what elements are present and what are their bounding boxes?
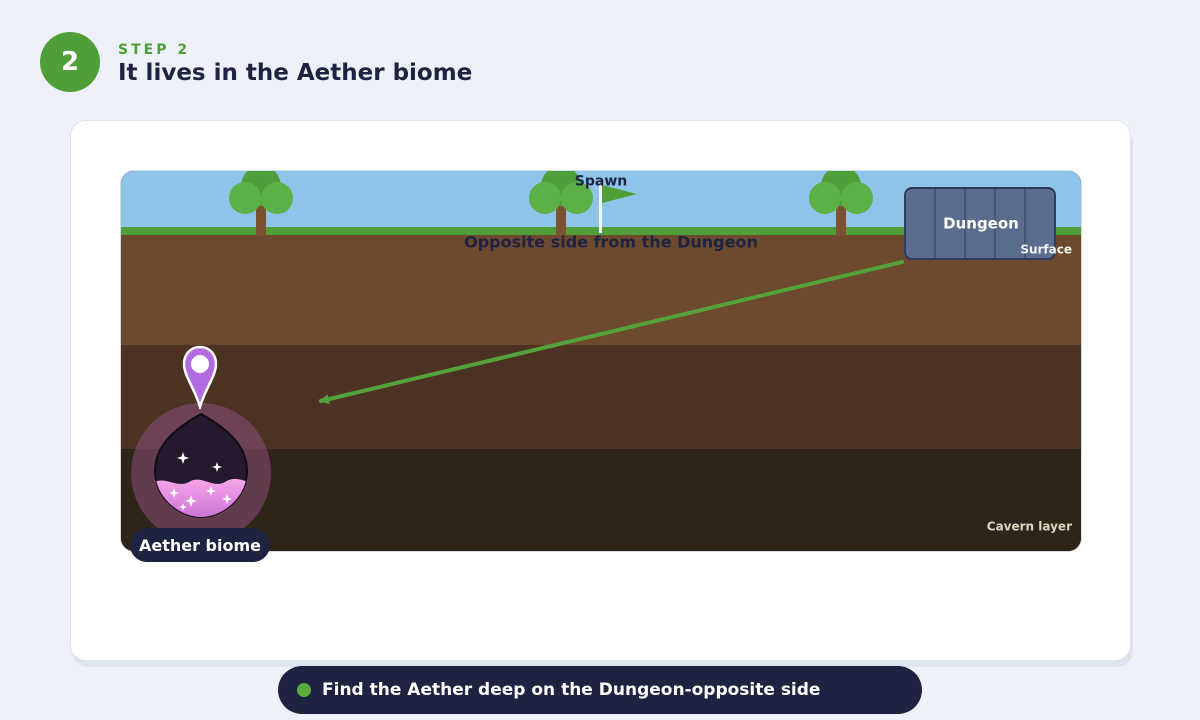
hint-bar: Find the Aether deep on the Dungeon-oppo… (278, 666, 922, 714)
sparkle-icon (169, 488, 179, 498)
world-map-svg: Spawn Opposite side from the Dungeon Dun… (121, 171, 1081, 551)
tree-icon (229, 171, 293, 236)
world-map: Spawn Opposite side from the Dungeon Dun… (120, 170, 1082, 552)
sparkle-icon (177, 452, 189, 464)
dungeon-structure (904, 187, 1056, 260)
sparkle-icon (222, 494, 232, 504)
page-title: It lives in the Aether biome (118, 60, 473, 86)
route-arrow (319, 260, 904, 405)
aether-biome-label: Aether biome (130, 528, 270, 562)
hint-text: Find the Aether deep on the Dungeon-oppo… (322, 680, 821, 700)
sparkle-icon (185, 495, 197, 507)
sparkle-icon (179, 503, 187, 511)
cavern-label: Cavern layer (987, 520, 1072, 534)
tree-icon (809, 171, 873, 236)
cavern-layer (121, 449, 1081, 551)
surface-label: Surface (1020, 243, 1072, 257)
tree-icon (529, 171, 593, 236)
dungeon-label: Dungeon (943, 215, 1019, 233)
step-number-badge: 2 (40, 32, 100, 92)
sparkle-icon (206, 486, 216, 496)
flag-icon (599, 185, 637, 233)
sparkle-icon (212, 462, 222, 472)
step-label: STEP 2 (118, 42, 191, 58)
underground-layer (121, 345, 1081, 449)
route-label: Opposite side from the Dungeon (464, 233, 758, 252)
map-pin-icon (182, 345, 218, 409)
spawn-label: Spawn (575, 174, 627, 190)
status-dot-icon (297, 683, 311, 697)
